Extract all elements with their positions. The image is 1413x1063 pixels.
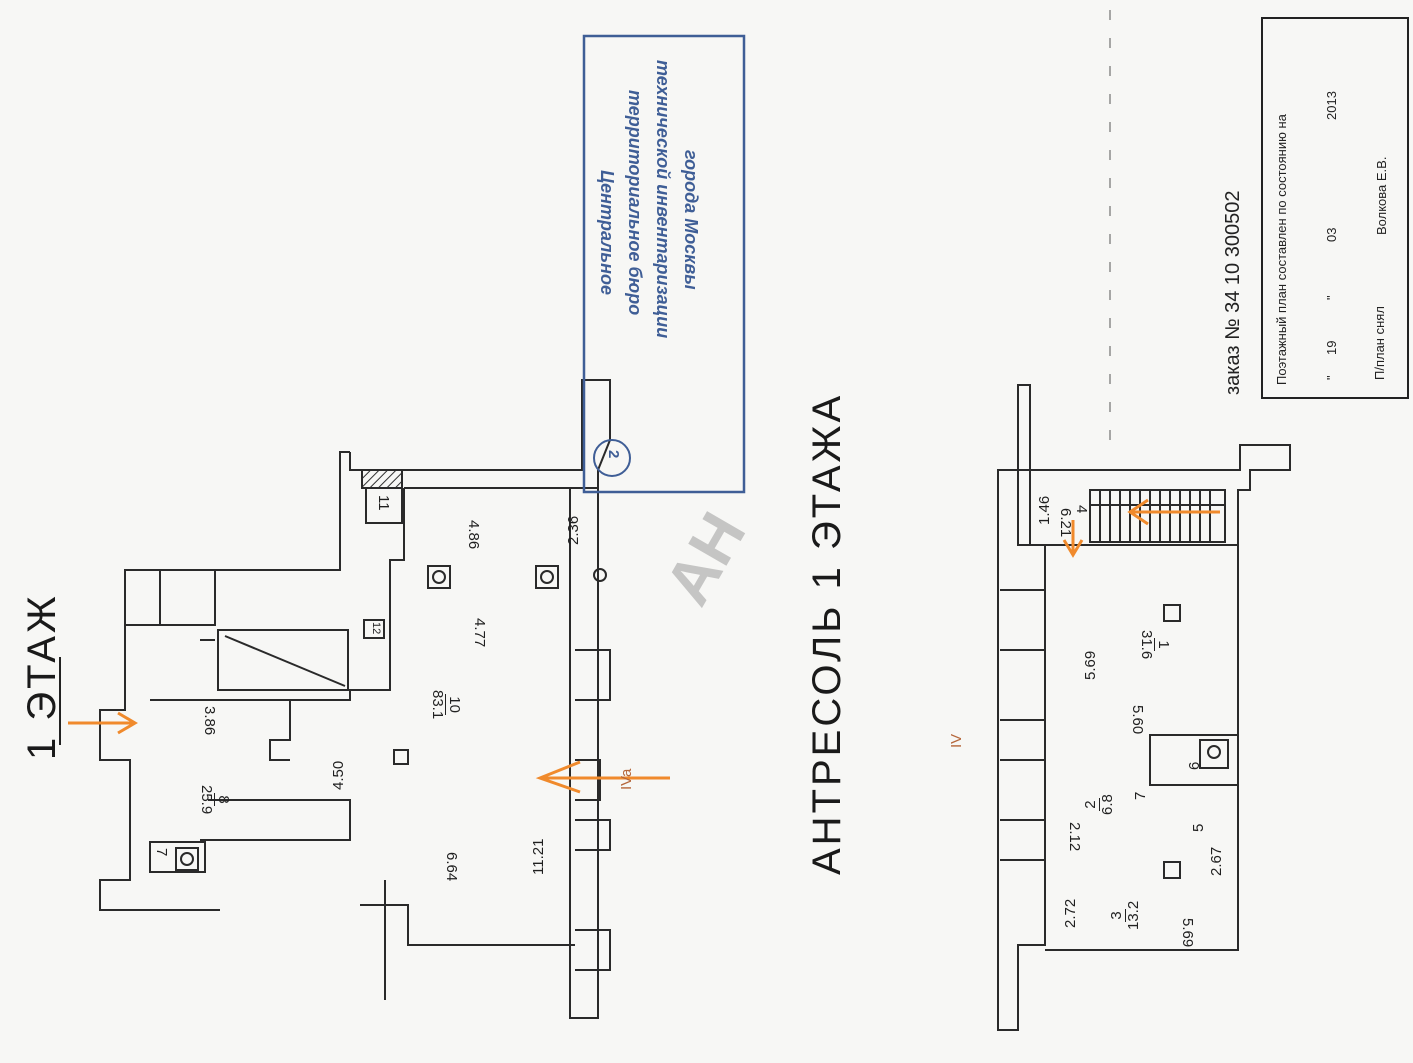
- floor1-outline: [569, 487, 599, 1019]
- room-12-label: 12: [370, 622, 382, 635]
- order-number: заказ № 34 10 300502: [1222, 190, 1244, 395]
- stamp-line-4: города Москвы: [681, 150, 701, 290]
- room-5-label: 5: [1190, 823, 1207, 832]
- stamp-line-1: Центральное: [597, 170, 617, 295]
- info-box: [1261, 17, 1409, 399]
- dim-2-12: 2.12: [1066, 822, 1083, 852]
- room-4-label: 4: [1073, 505, 1090, 514]
- dim-5-69-top: 5.69: [1082, 650, 1099, 680]
- stamp-number: 2: [605, 450, 622, 459]
- plan-status-line: Поэтажный план составлен по состоянию на: [1274, 114, 1289, 385]
- dim-5-60: 5.60: [1129, 705, 1146, 735]
- date-year: 2013: [1324, 91, 1339, 120]
- floor-title: 1 ЭТАЖ: [20, 593, 64, 760]
- mezzanine-outline: [997, 469, 1046, 1031]
- room-7-mezz-label: 7: [1132, 791, 1149, 800]
- stamp-line-2: территориальное бюро: [625, 90, 645, 316]
- dim-2-67: 2.67: [1208, 846, 1225, 876]
- mezzanine-title: АНТРЕСОЛЬ 1 ЭТАЖА: [805, 392, 849, 875]
- stamp-seal: [593, 439, 631, 477]
- dim-4-86: 4.86: [465, 520, 482, 550]
- stamp-frame: [582, 34, 746, 494]
- dim-6-64: 6.64: [443, 852, 460, 882]
- dim-1-46: 1.46: [1036, 495, 1053, 525]
- dim-2-36: 2.36: [565, 515, 582, 545]
- room-7-label: 7: [153, 848, 170, 857]
- date-open-quote: ": [1324, 375, 1339, 380]
- dim-5-69-bottom: 5.69: [1179, 918, 1196, 948]
- room-6-label: 6: [1186, 761, 1203, 770]
- entrance-label: IVa: [618, 768, 635, 790]
- dim-2-72: 2.72: [1062, 898, 1079, 928]
- date-month: 03: [1324, 227, 1339, 242]
- date-day: 19: [1324, 340, 1339, 355]
- surveyor-label: П/план снял: [1372, 306, 1387, 380]
- dim-4-77: 4.77: [471, 618, 488, 648]
- dim-11-21: 11.21: [530, 838, 547, 875]
- date-close-quote: ": [1324, 295, 1339, 300]
- surveyor-name: Волкова Е.В.: [1374, 156, 1389, 235]
- section-iv-label: IV: [948, 733, 965, 748]
- room-11-label: 11: [375, 495, 392, 511]
- dim-4-50: 4.50: [330, 760, 347, 790]
- dim-3-86: 3.86: [201, 706, 218, 736]
- entrance-arrows: [68, 498, 1220, 794]
- stamp-line-3: технической инвентаризации: [653, 60, 673, 339]
- dim-6-21: 6.21: [1057, 508, 1074, 538]
